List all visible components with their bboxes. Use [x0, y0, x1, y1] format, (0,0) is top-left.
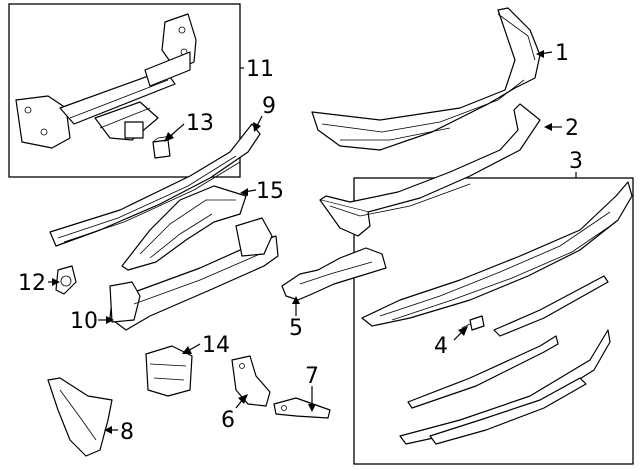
part-hitch-cover[interactable]: [152, 135, 174, 159]
part-reinforcement-bar[interactable]: [49, 123, 261, 247]
callout-7: 7: [305, 364, 319, 389]
group-box-lower-assembly: [353, 177, 634, 465]
callout-12: 12: [18, 271, 46, 296]
part-side-bracket[interactable]: [281, 247, 387, 301]
leader-lines: [48, 50, 577, 434]
callout-13: 13: [186, 111, 214, 136]
part-bumper-cover[interactable]: [311, 7, 541, 151]
callout-14: 14: [202, 333, 230, 358]
part-mounting-bracket[interactable]: [231, 355, 271, 407]
part-diffuser-assembly[interactable]: [361, 181, 633, 445]
part-small-bracket[interactable]: [273, 397, 331, 419]
callout-9: 9: [262, 94, 276, 119]
part-clip[interactable]: [461, 315, 485, 331]
part-absorber-block[interactable]: [145, 345, 193, 397]
callout-1: 1: [555, 41, 569, 66]
part-lower-valance[interactable]: [319, 103, 541, 237]
part-grommet[interactable]: [55, 265, 77, 295]
part-energy-absorber[interactable]: [121, 185, 247, 271]
callout-11: 11: [246, 57, 274, 82]
callout-2: 2: [565, 116, 579, 141]
part-lower-side-bracket[interactable]: [47, 377, 113, 457]
callout-10: 10: [70, 309, 98, 334]
callout-5: 5: [289, 316, 303, 341]
callout-4: 4: [434, 334, 448, 359]
callout-3: 3: [569, 149, 583, 174]
part-bumper-beam[interactable]: [109, 217, 279, 331]
part-trailer-hitch[interactable]: [15, 13, 197, 149]
callout-8: 8: [120, 420, 134, 445]
callout-6: 6: [221, 408, 235, 433]
group-box-hitch: [8, 3, 241, 178]
callout-15: 15: [256, 179, 284, 204]
